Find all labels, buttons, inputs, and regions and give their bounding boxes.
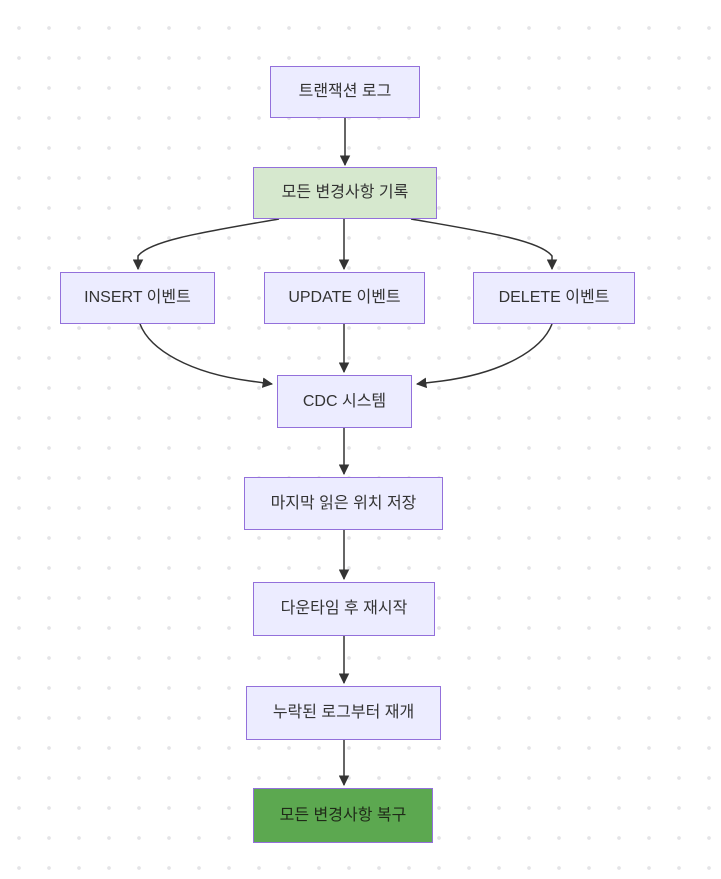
- node-label: INSERT 이벤트: [84, 289, 191, 307]
- node-label: 모든 변경사항 기록: [281, 184, 409, 202]
- node-label: 모든 변경사항 복구: [279, 806, 407, 824]
- node-resume-missed: 누락된 로그부터 재개: [246, 686, 441, 740]
- node-cdc-system: CDC 시스템: [277, 375, 412, 428]
- node-label: 누락된 로그부터 재개: [272, 704, 415, 722]
- node-label: UPDATE 이벤트: [288, 289, 401, 307]
- node-insert-event: INSERT 이벤트: [60, 272, 215, 324]
- node-label: 다운타임 후 재시작: [280, 600, 408, 618]
- node-recover-changes: 모든 변경사항 복구: [253, 788, 433, 843]
- node-record-changes: 모든 변경사항 기록: [253, 167, 437, 219]
- edge-delete-event-to-cdc-system: [415, 323, 553, 389]
- edge-record-changes-to-delete-event: [410, 218, 558, 271]
- edge-record-changes-to-insert-event: [132, 218, 280, 271]
- node-restart-downtime: 다운타임 후 재시작: [253, 582, 435, 636]
- node-label: 마지막 읽은 위치 저장: [270, 494, 417, 512]
- node-update-event: UPDATE 이벤트: [264, 272, 425, 324]
- node-label: CDC 시스템: [302, 392, 387, 410]
- edge-insert-event-to-cdc-system: [139, 323, 274, 388]
- node-label: 트랜잭션 로그: [298, 83, 392, 101]
- node-transaction-log: 트랜잭션 로그: [270, 66, 420, 118]
- node-label: DELETE 이벤트: [498, 289, 610, 307]
- node-save-position: 마지막 읽은 위치 저장: [244, 477, 443, 530]
- node-delete-event: DELETE 이벤트: [473, 272, 635, 324]
